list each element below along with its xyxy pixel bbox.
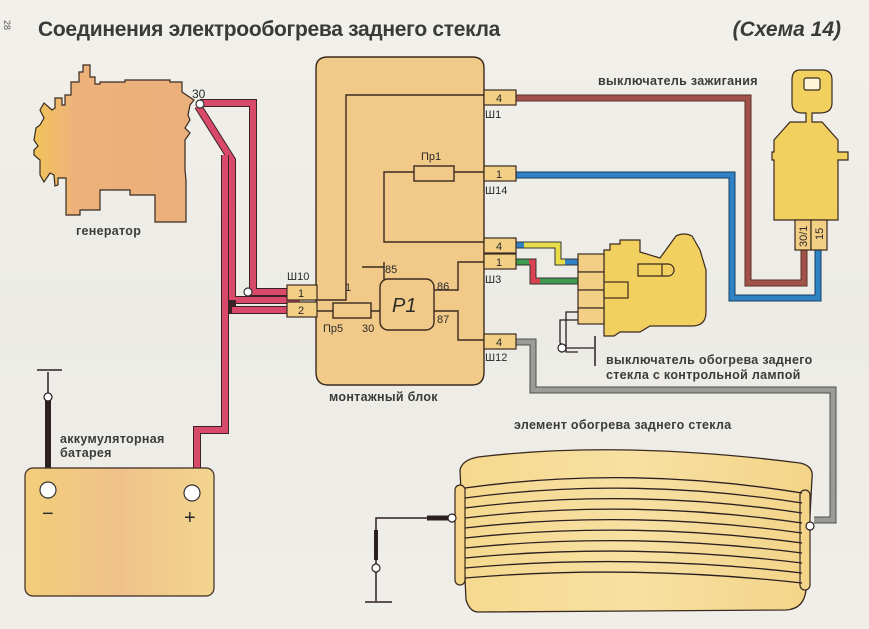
internal-pin-1: 1 bbox=[345, 282, 351, 294]
generator-terminal-label: 30 bbox=[192, 87, 206, 101]
heater-switch bbox=[557, 233, 707, 366]
connector-sh3: 4 1 Ш3 bbox=[483, 237, 517, 286]
svg-text:Ш12: Ш12 bbox=[485, 352, 507, 364]
generator-terminal-30 bbox=[195, 99, 205, 109]
wire-brown-ignition bbox=[516, 94, 808, 287]
wire-yellow-blue bbox=[516, 241, 578, 266]
battery-plus-sign: + bbox=[184, 507, 196, 529]
generator-label: генератор bbox=[76, 224, 142, 238]
mounting-block: Пр1 Пр5 Р1 85 86 87 30 1 4 Ш1 1 Ш14 bbox=[286, 56, 517, 386]
svg-text:2: 2 bbox=[298, 305, 304, 317]
generator: 30 bbox=[33, 64, 206, 223]
wire-red-generator bbox=[194, 99, 300, 314]
svg-text:1: 1 bbox=[298, 288, 304, 300]
connector-sh14: 1 Ш14 bbox=[483, 165, 517, 197]
heater-element-label: элемент обогрева заднего стекла bbox=[514, 418, 732, 432]
diagram-title: Соединения электрообогрева заднего стекл… bbox=[38, 18, 501, 41]
svg-text:Ш1: Ш1 bbox=[485, 109, 501, 121]
wire-blue-ignition bbox=[516, 171, 822, 302]
connector-sh12: 4 Ш12 bbox=[483, 333, 517, 364]
fuse-pr1-label: Пр1 bbox=[421, 151, 441, 163]
svg-text:4: 4 bbox=[496, 241, 502, 253]
ignition-terminal-30-1: 30/1 bbox=[798, 226, 810, 247]
relay-p1-label: Р1 bbox=[392, 295, 416, 317]
ignition-switch-label: выключатель зажигания bbox=[598, 74, 758, 88]
relay-pin-87: 87 bbox=[437, 314, 449, 326]
wire-green-red bbox=[516, 258, 578, 285]
scheme-number: (Схема 14) bbox=[732, 18, 841, 41]
ignition-terminal-15: 15 bbox=[814, 228, 826, 240]
wire-black-element-ground bbox=[365, 515, 452, 603]
svg-text:Ш3: Ш3 bbox=[485, 274, 501, 286]
mounting-block-label: монтажный блок bbox=[329, 390, 438, 404]
connector-sh1: 4 Ш1 bbox=[483, 89, 517, 121]
battery: − + bbox=[24, 467, 215, 597]
fuse-pr5-label: Пр5 bbox=[323, 323, 343, 335]
wire-red-battery bbox=[193, 155, 229, 490]
ignition-switch: 30/1 15 bbox=[771, 69, 849, 251]
relay-p1 bbox=[379, 278, 435, 331]
heater-switch-label-line1: выключатель обогрева заднего bbox=[606, 353, 813, 367]
indicator-lamp-icon bbox=[637, 263, 675, 277]
relay-pin-86: 86 bbox=[437, 281, 449, 293]
heater-filaments bbox=[464, 477, 803, 584]
relay-pin-85: 85 bbox=[385, 264, 397, 276]
battery-label-line2: батарея bbox=[60, 446, 112, 460]
fuse-pr5 bbox=[332, 302, 372, 319]
svg-text:4: 4 bbox=[496, 337, 502, 349]
heater-switch-label-line2: стекла с контрольной лампой bbox=[606, 368, 801, 382]
relay-pin-30: 30 bbox=[362, 323, 374, 335]
svg-text:Ш10: Ш10 bbox=[287, 271, 309, 283]
key-icon bbox=[803, 77, 821, 91]
wire-gray-element bbox=[516, 338, 837, 524]
fuse-pr1 bbox=[413, 165, 455, 182]
battery-plus-terminal bbox=[183, 484, 201, 502]
connector-sh10: 1 2 Ш10 bbox=[286, 271, 318, 318]
svg-text:1: 1 bbox=[496, 169, 502, 181]
splice-node bbox=[243, 287, 253, 297]
battery-minus-sign: − bbox=[42, 503, 54, 525]
heater-element bbox=[447, 449, 815, 613]
svg-text:1: 1 bbox=[496, 257, 502, 269]
svg-text:Ш14: Ш14 bbox=[485, 185, 507, 197]
battery-minus-terminal bbox=[39, 481, 57, 499]
battery-label-line1: аккумуляторная bbox=[60, 432, 165, 446]
svg-text:4: 4 bbox=[496, 93, 502, 105]
